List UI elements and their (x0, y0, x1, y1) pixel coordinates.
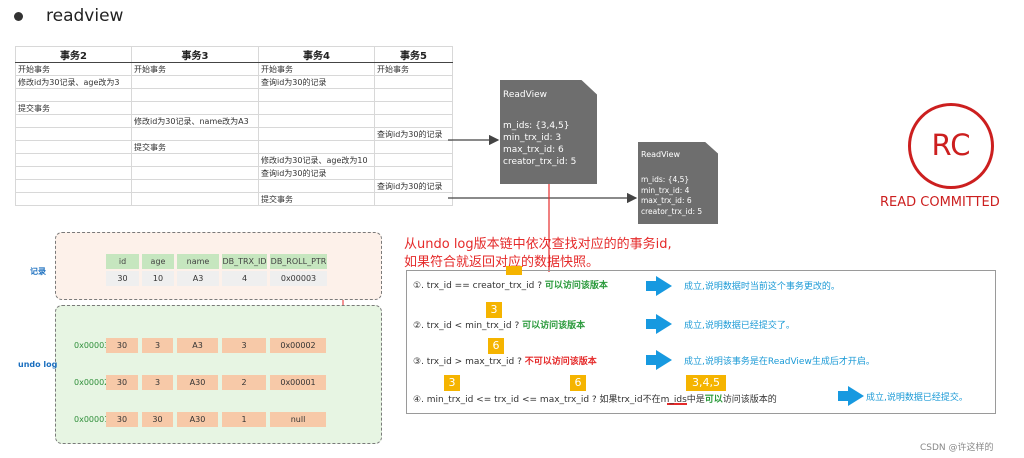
rule-3-arrow-icon (646, 350, 672, 370)
record-header-cell: DB_ROLL_PTR (270, 254, 327, 269)
readview1-mids: m_ids: {3,4,5} (503, 121, 570, 131)
tx-cell: 查询id为30的记录 (374, 127, 453, 141)
undo-value-cell: 3 (222, 338, 266, 353)
record-header-cell: age (142, 254, 174, 269)
record-value-cell: 10 (142, 271, 174, 286)
tag-min-3: 3 (486, 302, 502, 318)
rule-4-verdict: 可以 (704, 395, 723, 405)
record-header-cell: id (106, 254, 139, 269)
undo-value-cell: 1 (222, 412, 266, 427)
tx-cell (374, 192, 453, 206)
readview1-creator: creator_trx_id: 5 (503, 157, 577, 167)
rule-1-result: 成立,说明数据时当前这个事务更改的。 (684, 282, 840, 292)
readview2-lines: m_ids: {4,5} min_trx_id: 4 max_trx_id: 6… (641, 175, 702, 217)
rule-4-result: 成立,说明数据已经提交。 (866, 393, 968, 403)
tx-row: 提交事务 (15, 101, 453, 115)
rc-badge-text: RC (931, 128, 971, 162)
readview1-max: max_trx_id: 6 (503, 145, 564, 155)
undo-value-cell: 30 (106, 375, 138, 390)
readview2-creator: creator_trx_id: 5 (641, 206, 703, 216)
red-note: 从undo log版本链中依次查找对应的的事务id, 如果符合就返回对应的数据快… (404, 236, 672, 272)
tag-rule4-3: 3 (444, 375, 460, 391)
readview2-mids: m_ids: {4,5} (641, 175, 690, 184)
undo-value-cell: 30 (106, 412, 138, 427)
tag-top-sliver (506, 266, 522, 275)
rule-2-condition: ②. trx_id < min_trx_id ? 可以访问该版本 (413, 321, 586, 331)
tx-row: 提交事务 (15, 140, 453, 154)
undo-value-cell: 30 (142, 412, 173, 427)
record-header-cell: name (177, 254, 219, 269)
undo-value-cell: 3 (142, 375, 173, 390)
readview2-min: min_trx_id: 4 (641, 185, 690, 195)
rule-2-verdict: 可以访问该版本 (522, 321, 586, 331)
bullet-dot (14, 12, 23, 21)
undo-value-cell: 2 (222, 375, 266, 390)
undo-value-cell: A30 (177, 412, 218, 427)
rule-2-result: 成立,说明数据已经提交了。 (684, 321, 795, 331)
undo-log-label: undo log (18, 360, 58, 369)
record-value-cell: 30 (106, 271, 139, 286)
record-value-cell: 0x00003 (270, 271, 327, 286)
undo-value-cell: 0x00001 (270, 375, 326, 390)
tx-row: 修改id为30记录、name改为A3 (15, 114, 453, 128)
readview2-max: max_trx_id: 6 (641, 196, 692, 205)
undo-value-cell: null (270, 412, 326, 427)
tag-rule4-6: 6 (570, 375, 586, 391)
tag-max-6: 6 (488, 338, 504, 354)
rc-caption: READ COMMITTED (880, 195, 1000, 210)
rule-3-condition: ③. trx_id > max_trx_id ? 不可以访问该版本 (413, 357, 597, 367)
tx-row: 查询id为30的记录 (15, 166, 453, 180)
readview1-min: min_trx_id: 3 (503, 133, 562, 143)
undo-value-cell: A30 (177, 375, 218, 390)
undo-address-label: 0x00001 (74, 415, 110, 424)
tx-row: 查询id为30的记录 (15, 127, 453, 141)
undo-value-cell: 0x00002 (270, 338, 326, 353)
rule-4-condition: ④. min_trx_id <= trx_id <= max_trx_id ? … (413, 395, 777, 405)
undo-value-cell: 3 (142, 338, 173, 353)
rules-panel (406, 270, 996, 414)
record-value-cell: A3 (177, 271, 219, 286)
undo-value-cell: 30 (106, 338, 138, 353)
readview-card-1: ReadView m_ids: {3,4,5} min_trx_id: 3 ma… (500, 80, 597, 184)
readview1-lines: m_ids: {3,4,5} min_trx_id: 3 max_trx_id:… (503, 120, 576, 168)
readview1-title: ReadView (503, 90, 547, 100)
tx-row (15, 88, 453, 102)
rule-4-arrow-icon (838, 386, 864, 406)
red-note-line2: 如果符合就返回对应的数据快照。 (404, 255, 600, 270)
record-header-cell: DB_TRX_ID (222, 254, 267, 269)
rule-3-verdict: 不可以访问该版本 (524, 357, 597, 367)
heading: readview (46, 6, 124, 26)
rule-1-condition: ①. trx_id == creator_trx_id ? 可以访问该版本 (413, 281, 608, 291)
readview2-title: ReadView (641, 150, 681, 159)
rc-badge-circle: RC (908, 103, 994, 189)
record-value-cell: 4 (222, 271, 267, 286)
record-label: 记录 (30, 267, 46, 276)
tag-rule4-mids: 3,4,5 (686, 375, 726, 391)
rule-2-arrow-icon (646, 314, 672, 334)
undo-address-label: 0x00003 (74, 341, 110, 350)
undo-value-cell: A3 (177, 338, 218, 353)
rule-4-emphasis: 不在 (642, 395, 661, 405)
readview-card-2: ReadView m_ids: {4,5} min_trx_id: 4 max_… (638, 142, 718, 224)
rule-1-verdict: 可以访问该版本 (544, 281, 608, 291)
tx-row: 查询id为30的记录 (15, 179, 453, 193)
tx-row: 提交事务 (15, 192, 453, 206)
undo-address-label: 0x00002 (74, 378, 110, 387)
watermark: CSDN @许这样的 (920, 443, 994, 453)
rule-1-arrow-icon (646, 276, 672, 296)
red-note-line1: 从undo log版本链中依次查找对应的的事务id, (404, 237, 672, 252)
rule-3-result: 成立,说明该事务是在ReadView生成后才开启。 (684, 357, 875, 367)
